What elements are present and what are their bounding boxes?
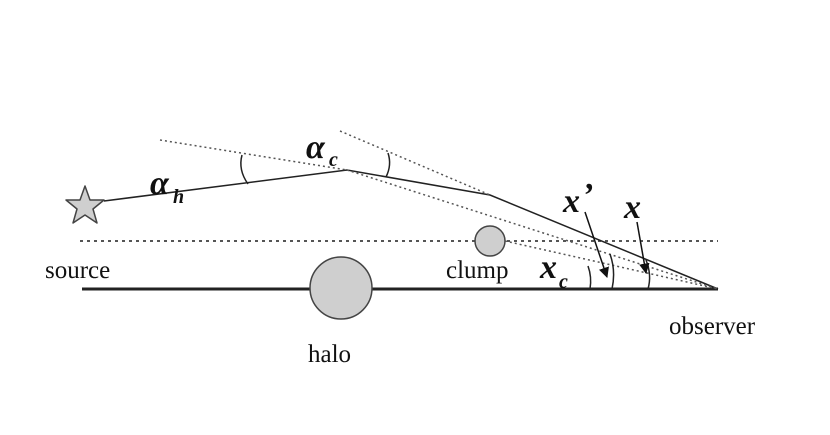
clump-ray-extension — [339, 130, 491, 196]
svg-text:h: h — [173, 186, 184, 208]
clump-to-observer-line — [504, 240, 719, 290]
observer-label: observer — [669, 313, 756, 340]
source-star-icon — [65, 185, 105, 224]
x-arrow — [636, 221, 650, 275]
x-c-label: x c — [539, 249, 568, 293]
svg-text:x: x — [539, 249, 557, 286]
x-prime-label: x ’ — [562, 177, 593, 220]
xc-arc — [587, 265, 592, 290]
source-label: source — [45, 257, 110, 284]
svg-text:’: ’ — [582, 177, 593, 214]
alpha-c-arc — [385, 152, 391, 178]
alpha-c-label: α c — [306, 129, 338, 171]
svg-text:x: x — [562, 183, 580, 220]
light-ray — [103, 169, 719, 290]
x-prime-arrow — [584, 211, 609, 278]
clump-label: clump — [446, 257, 509, 284]
svg-text:α: α — [306, 129, 326, 166]
clump-circle — [474, 225, 506, 257]
svg-text:c: c — [559, 271, 568, 293]
x-label: x — [623, 189, 641, 226]
observer-apparent-ray — [346, 169, 719, 290]
x-prime-arc — [609, 253, 615, 290]
halo-ray-extension — [159, 139, 348, 171]
alpha-h-arc — [240, 154, 249, 185]
svg-text:x: x — [623, 189, 641, 226]
alpha-h-label: α h — [150, 165, 184, 208]
halo-label: halo — [308, 341, 351, 368]
halo-circle — [309, 256, 373, 320]
svg-text:c: c — [329, 149, 338, 171]
x-arc — [645, 259, 651, 290]
svg-text:α: α — [150, 165, 170, 202]
